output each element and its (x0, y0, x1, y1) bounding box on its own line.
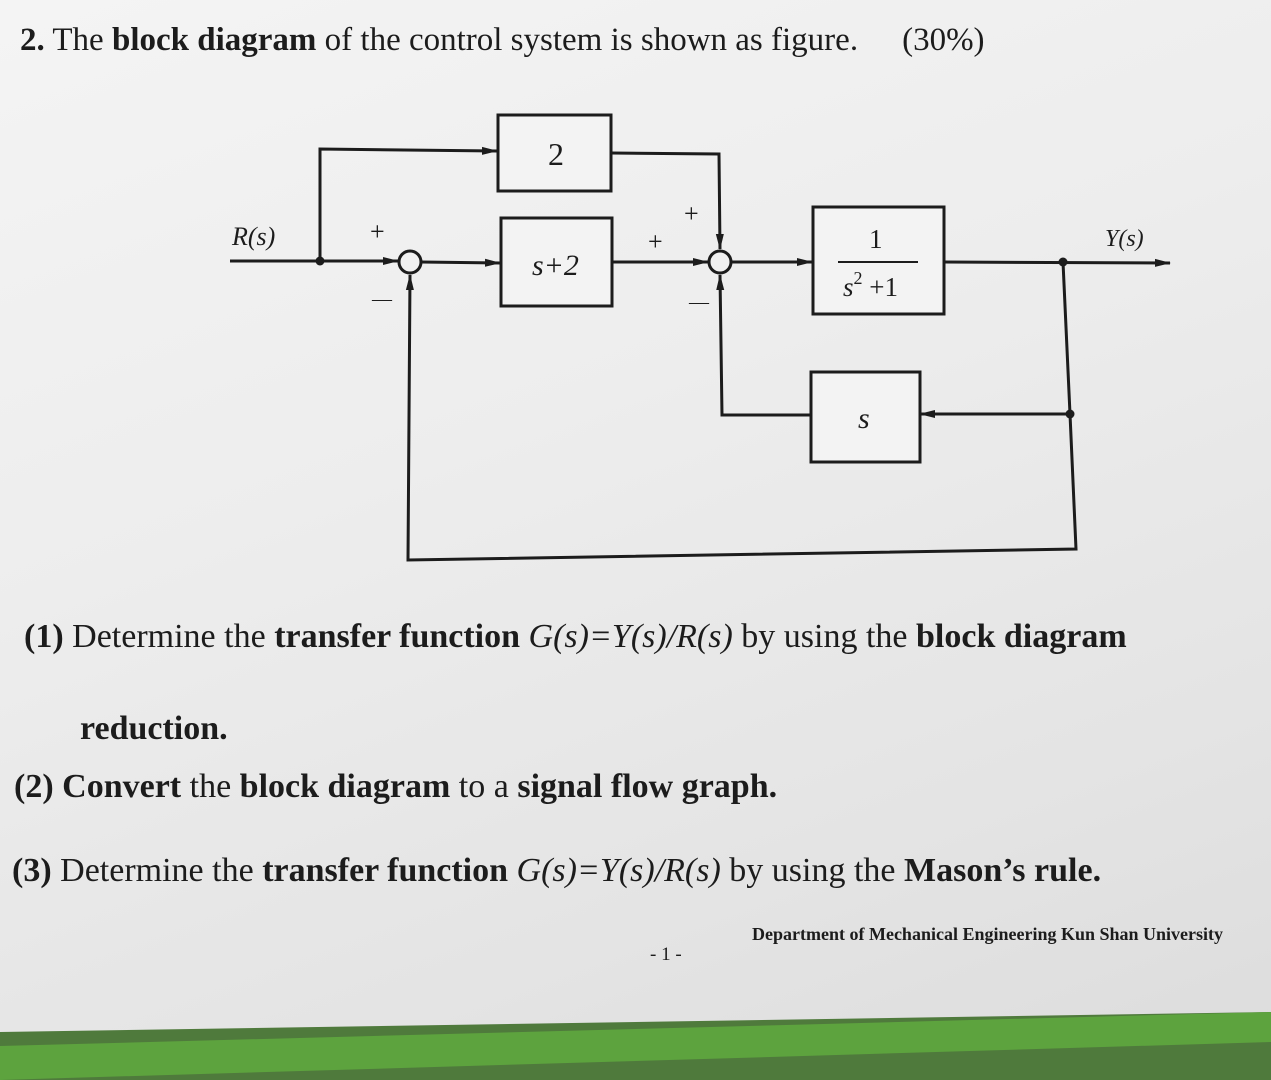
plant-denominator: s2 +1 (843, 268, 898, 302)
question-points: (30%) (902, 22, 985, 58)
task-3-bold-b: Mason’s rule. (904, 852, 1102, 889)
question-title: 2. The block diagram of the control syst… (20, 22, 985, 59)
feedback-block-label: s (858, 402, 870, 435)
output-pickoff-dot (1058, 257, 1068, 267)
question-prefix: The (44, 22, 112, 58)
plant-block-box (811, 205, 946, 316)
task-1-formula: G(s)=Y(s)/R(s) (520, 618, 742, 655)
task-1-text-a: Determine the (63, 618, 275, 655)
task-1-continuation: reduction. (80, 710, 228, 747)
inner-feedback-to-j2 (716, 274, 811, 417)
output-label: Y(s) (1105, 226, 1144, 252)
question-suffix: of the control system is shown as figure… (316, 22, 859, 58)
desk-green-edge (0, 1012, 1271, 1080)
task-2-text-b: to a (450, 768, 518, 805)
task-1-bold-a: transfer function (274, 618, 521, 655)
task-3-number: (3) (12, 852, 52, 889)
task-item-3: (3) Determine the transfer function G(s)… (12, 852, 1101, 890)
j1-minus-sign: — (371, 288, 393, 310)
desk-surface (0, 1012, 1271, 1080)
output-line (943, 258, 1171, 267)
plant-den-exponent: 2 (854, 268, 863, 288)
j2-plus-top-sign: + (684, 199, 699, 228)
feedback-pickoff-dot (1065, 409, 1075, 419)
task-1-text-b: by using the (741, 618, 917, 655)
task-2-bold-a: Convert (53, 768, 182, 805)
task-item-1-continued: reduction. (80, 710, 228, 748)
j1-plus-sign: + (370, 217, 385, 246)
task-1-number: (1) (24, 618, 64, 655)
summing-junction-2 (707, 249, 733, 275)
j2-plus-left-sign: + (648, 227, 663, 256)
task-2-text-a: the (181, 768, 240, 805)
j2-minus-sign: — (688, 291, 710, 313)
task-2-bold-c: signal flow graph. (517, 768, 778, 805)
task-3-text-b: by using the (729, 852, 905, 889)
top-block-label: 2 (548, 136, 564, 172)
branch-to-top-block (318, 146, 498, 261)
plant-numerator: 1 (869, 224, 883, 254)
j1-to-forward-block (420, 258, 501, 267)
question-bold-term: block diagram (111, 22, 317, 58)
task-item-1: (1) Determine the transfer function G(s)… (24, 618, 1127, 656)
plant-den-base: s (843, 272, 854, 302)
plant-den-rest: +1 (863, 272, 898, 302)
task-2-bold-b: block diagram (239, 768, 451, 805)
outer-feedback-loop (405, 274, 1078, 562)
forward-block-box (499, 216, 614, 308)
page-number: - 1 - (650, 944, 682, 965)
task-item-2: (2) Convert the block diagram to a signa… (14, 768, 777, 806)
feedback-block-box (809, 370, 922, 464)
task-3-formula: G(s)=Y(s)/R(s) (508, 852, 730, 889)
task-2-number: (2) (14, 768, 54, 805)
input-pickoff-dot (315, 256, 325, 266)
summing-junction-1 (397, 249, 423, 275)
top-block-to-j2 (610, 151, 724, 250)
input-label: R(s) (231, 222, 275, 251)
question-number: 2. (20, 22, 45, 58)
department-footer: Department of Mechanical Engineering Kun… (752, 924, 1223, 944)
forward-block-label: s+2 (532, 249, 579, 282)
task-3-bold-a: transfer function (262, 852, 509, 889)
task-1-bold-b: block diagram (916, 618, 1127, 655)
task-3-text-a: Determine the (51, 852, 263, 889)
